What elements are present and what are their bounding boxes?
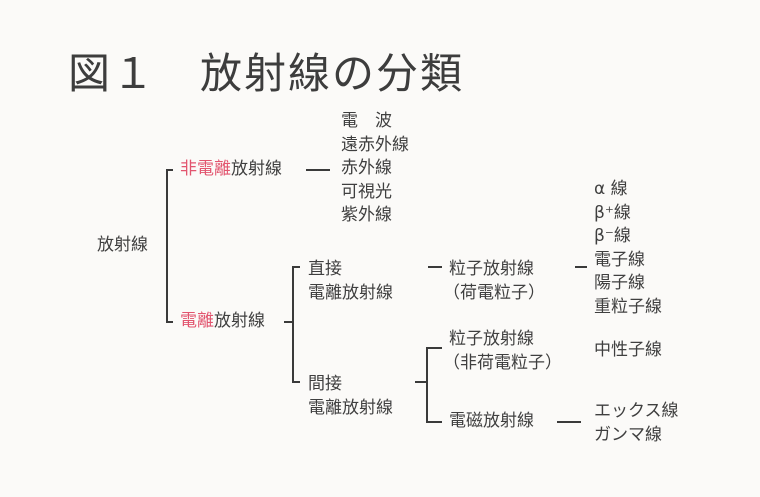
list-item: α 線 (594, 179, 628, 199)
indirect-line2: 電離放射線 (308, 397, 393, 418)
root-bracket-bottom (166, 321, 173, 323)
connector-line (284, 321, 292, 323)
connector-line (428, 266, 442, 268)
list-item: 紫外線 (341, 205, 392, 225)
list-item: 陽子線 (594, 273, 645, 293)
charged-particle-line1: 粒子放射線 (449, 259, 534, 279)
em-radiation-label: 電磁放射線 (449, 411, 534, 431)
connector-line (575, 266, 587, 268)
page-title: 図１ 放射線の分類 (68, 49, 465, 98)
non-ionizing-list: 電 波 遠赤外線 赤外線 可視光 紫外線 (341, 110, 409, 228)
indirect-bracket-top (426, 347, 442, 349)
ionizing-bracket (292, 266, 294, 383)
non-ionizing-red-text: 非電離 (180, 159, 231, 179)
connector-line (415, 381, 426, 383)
indirect-bracket-bottom (426, 421, 442, 423)
list-item: 重粒子線 (594, 296, 662, 317)
charged-particle-list: α 線 β⁺線 β⁻線 電子線 陽子線 重粒子線 (594, 178, 662, 319)
direct-line1: 直接 (308, 259, 342, 279)
direct-ionizing-label: 直接 電離放射線 (308, 258, 393, 305)
list-item: 電子線 (594, 249, 645, 270)
list-item: β⁻線 (594, 226, 631, 246)
list-item: エックス線 (594, 401, 679, 421)
ionizing-bracket-top (292, 266, 300, 268)
indirect-bracket (426, 347, 428, 423)
ionizing-red-text: 電離 (180, 311, 214, 331)
list-item: 遠赤外線 (341, 134, 409, 155)
indirect-line1: 間接 (308, 374, 342, 394)
root-bracket (166, 169, 168, 323)
list-item: 赤外線 (341, 158, 392, 178)
ionizing-rest-text: 放射線 (214, 311, 265, 331)
non-ionizing-label: 非電離放射線 (180, 158, 282, 182)
neutral-particle-line2: （非荷電粒子） (443, 352, 562, 373)
ionizing-label: 電離放射線 (180, 310, 265, 334)
neutral-particle-label: 粒子放射線 （非荷電粒子） (443, 328, 562, 375)
list-item: 電 波 (341, 111, 392, 131)
charged-particle-line2: （荷電粒子） (443, 282, 545, 303)
ionizing-bracket-bottom (292, 381, 300, 383)
non-ionizing-rest-text: 放射線 (231, 159, 282, 179)
neutral-particle-line1: 粒子放射線 (449, 329, 534, 349)
list-item: ガンマ線 (594, 424, 662, 445)
root-label: 放射線 (97, 235, 148, 255)
em-radiation-list: エックス線 ガンマ線 (594, 400, 679, 447)
connector-line (557, 421, 581, 423)
indirect-ionizing-label: 間接 電離放射線 (308, 373, 393, 420)
list-item: 中性子線 (594, 340, 662, 360)
list-item: 可視光 (341, 181, 392, 202)
direct-line2: 電離放射線 (308, 282, 393, 303)
root-bracket-top (166, 169, 173, 171)
list-item: β⁺線 (594, 202, 631, 223)
connector-line (306, 169, 330, 171)
charged-particle-label: 粒子放射線 （荷電粒子） (443, 258, 545, 305)
